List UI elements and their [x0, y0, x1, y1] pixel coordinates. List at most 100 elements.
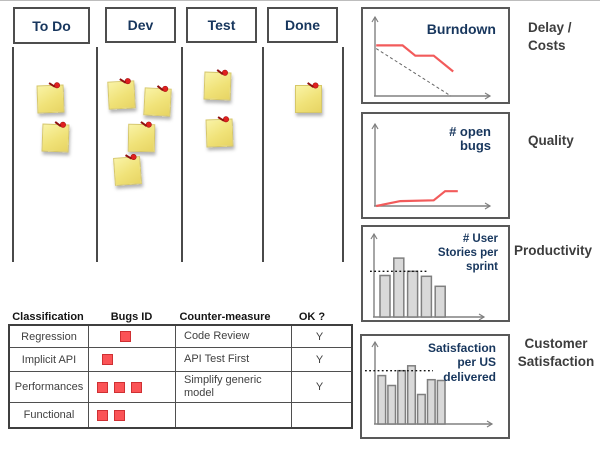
x-axis-arrow-icon — [484, 92, 492, 100]
bug-marker-icon — [131, 381, 142, 393]
user-stories-chart-canvas — [370, 232, 486, 320]
bar — [377, 374, 387, 425]
ideal-burndown-line — [375, 48, 452, 97]
table-header-bugs-id: Bugs ID — [110, 311, 153, 323]
bar — [393, 257, 405, 318]
pushpin-icon — [156, 84, 169, 96]
column-label: Test — [207, 17, 236, 33]
sticky-note — [127, 123, 156, 153]
panel-label-quality: Quality — [528, 133, 574, 148]
sticky-note — [107, 80, 136, 110]
bar — [379, 274, 391, 318]
image-top-edge — [0, 0, 600, 1]
y-axis-arrow-icon — [370, 232, 378, 240]
x-axis-arrow-icon — [478, 313, 486, 320]
lane-divider — [12, 47, 14, 262]
bar — [406, 270, 419, 318]
ok-cell: Y — [315, 381, 324, 393]
ok-cell — [292, 403, 347, 427]
table-header-row: Classification Bugs ID Counter-measure O… — [8, 311, 349, 323]
ok-cell: Y — [315, 330, 324, 343]
bar — [420, 275, 433, 318]
pushpin-icon — [119, 76, 132, 88]
kanban-column-header-todo: To Do — [13, 7, 90, 44]
ok-cell: Y — [315, 353, 324, 366]
classification-cell: Functional — [10, 403, 89, 427]
chart-title: # open bugs — [449, 124, 491, 154]
kanban-column-header-dev: Dev — [105, 7, 176, 43]
sticky-note — [41, 123, 70, 153]
panel-label-customer-satisfaction: Customer Satisfaction — [517, 336, 595, 370]
bug-marker-icon — [120, 331, 131, 342]
open-bugs-chart-canvas — [371, 122, 492, 210]
sticky-note — [36, 84, 65, 114]
lane-divider — [342, 47, 344, 262]
sticky-note — [143, 84, 172, 117]
y-axis-arrow-icon — [371, 15, 379, 23]
table-header-ok: OK ? — [298, 311, 326, 323]
classification-cell: Implicit API — [10, 348, 89, 371]
chart-title: Satisfaction per US delivered — [427, 341, 496, 384]
bugs-id-cell — [89, 403, 176, 427]
chart-title: Burndown — [426, 21, 496, 37]
sticky-note — [203, 71, 232, 101]
sticky-note — [295, 83, 322, 113]
table-row: Implicit API API Test First Y — [10, 348, 351, 372]
bar — [406, 365, 417, 425]
open-bugs-line — [375, 190, 458, 208]
sticky-note — [205, 118, 234, 148]
lane-divider — [262, 47, 264, 262]
pushpin-icon — [48, 81, 60, 92]
satisfaction-chart: Satisfaction per US delivered — [360, 334, 510, 439]
bug-marker-icon — [102, 354, 113, 365]
x-axis-arrow-icon — [484, 202, 492, 210]
panel-label-productivity: Productivity — [514, 243, 593, 258]
open-bugs-chart: # open bugs — [361, 112, 510, 219]
counter-measure-cell: Simplify generic model — [176, 372, 292, 402]
bugs-id-cell — [89, 326, 176, 347]
burndown-chart-canvas — [371, 15, 492, 100]
user-stories-chart: # User Stories per sprint — [361, 225, 510, 322]
panel-label-delay-costs: Delay / Costs — [528, 20, 572, 54]
pushpin-icon — [307, 81, 319, 92]
chart-title: # User Stories per sprint — [437, 233, 498, 274]
counter-measure-cell — [176, 403, 292, 427]
bug-marker-icon — [97, 409, 108, 421]
column-label: Dev — [127, 17, 154, 33]
kanban-column-header-done: Done — [267, 7, 338, 43]
bar — [397, 369, 407, 425]
pushpin-icon — [54, 120, 66, 131]
pushpin-icon — [140, 120, 152, 131]
bug-marker-icon — [97, 381, 108, 393]
bar — [436, 379, 446, 425]
classification-cell: Performances — [10, 372, 89, 402]
bar — [426, 378, 436, 425]
pushpin-icon — [217, 115, 229, 126]
actual-burndown-line — [376, 44, 454, 73]
kanban-column-header-test: Test — [186, 7, 257, 43]
bar — [434, 285, 446, 318]
pushpin-icon — [216, 68, 228, 79]
table-row: Performances Simplify generic model Y — [10, 372, 351, 403]
x-axis-arrow-icon — [486, 420, 494, 428]
pushpin-icon — [125, 152, 138, 164]
column-label: To Do — [32, 17, 71, 34]
table-header-classification: Classification — [12, 311, 84, 323]
burndown-chart: Burndown — [361, 7, 510, 104]
lane-divider — [181, 47, 183, 262]
counter-measure-cell: API Test First — [176, 348, 292, 371]
satisfaction-chart-canvas — [365, 340, 494, 428]
bar — [416, 393, 426, 425]
table-row: Functional — [10, 403, 351, 427]
classification-cell: Regression — [10, 326, 89, 347]
table-header-counter-measure: Counter-measure — [179, 311, 271, 323]
bug-marker-icon — [114, 381, 125, 393]
column-label: Done — [285, 17, 320, 33]
y-axis-arrow-icon — [371, 340, 379, 348]
bugs-id-cell — [89, 372, 176, 402]
bar — [387, 384, 397, 425]
lane-divider — [96, 47, 98, 262]
bug-marker-icon — [114, 409, 125, 421]
